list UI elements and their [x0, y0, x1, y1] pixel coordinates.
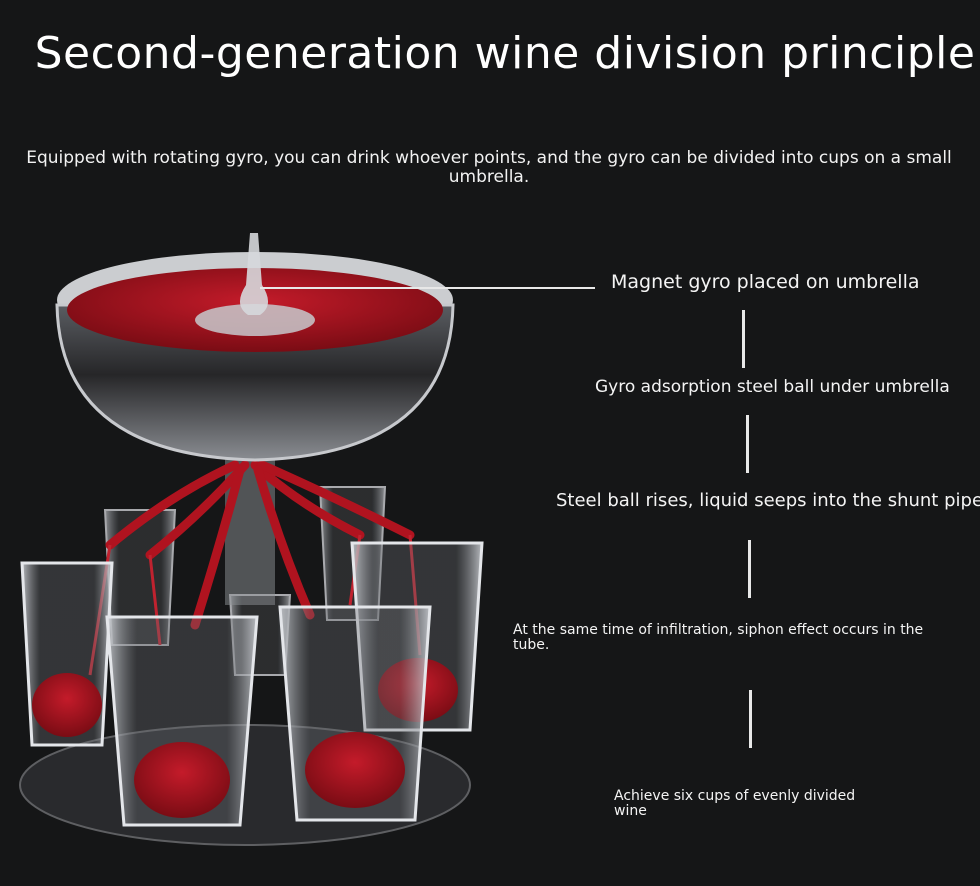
step-divider-2: [746, 415, 749, 473]
page-title: Second-generation wine division principl…: [34, 28, 976, 79]
step-3-label: Steel ball rises, liquid seeps into the …: [556, 490, 980, 511]
step-divider-4: [749, 690, 752, 748]
step-divider-1: [742, 310, 745, 368]
umbrella-bowl: [55, 233, 455, 462]
step-1-label: Magnet gyro placed on umbrella: [611, 271, 920, 293]
step-5-label: Achieve six cups of evenly divided wine: [614, 788, 856, 819]
step-divider-3: [748, 540, 751, 598]
step-4-label: At the same time of infiltration, siphon…: [513, 622, 924, 653]
shunt-pipes: [105, 460, 415, 630]
subtitle: Equipped with rotating gyro, you can dri…: [26, 148, 952, 187]
wine-dispenser-illustration: [19, 233, 484, 846]
gyro-pointer-line: [260, 287, 595, 289]
step-2-label: Gyro adsorption steel ball under umbrell…: [595, 377, 950, 397]
front-glasses: [20, 541, 484, 827]
